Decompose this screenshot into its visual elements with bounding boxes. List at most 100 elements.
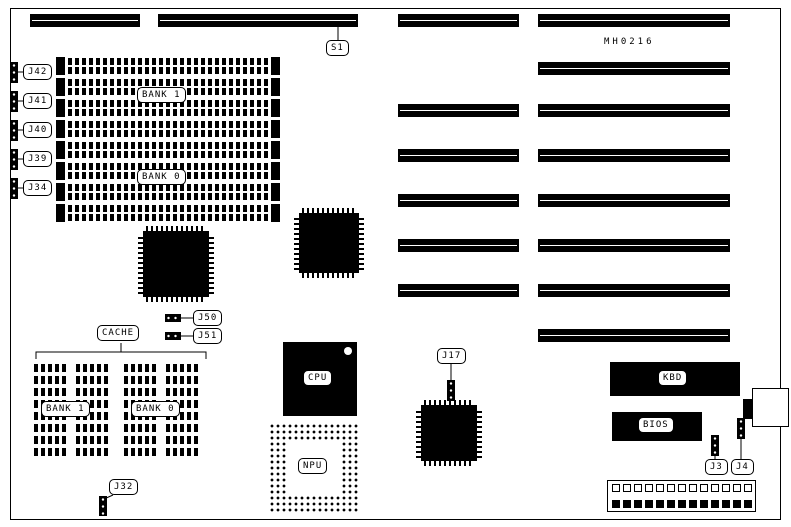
expansion-slot	[538, 239, 730, 252]
label-j3: J3	[705, 459, 728, 475]
header-pin	[645, 484, 653, 492]
jumper-j4	[737, 418, 745, 439]
header-pin	[634, 484, 642, 492]
jumper-j34	[10, 178, 18, 199]
chip-pins	[424, 400, 474, 405]
expansion-slot	[538, 194, 730, 207]
header-pin	[656, 484, 664, 492]
header-pin	[744, 484, 752, 492]
label-cache-bank0: BANK 0	[131, 401, 180, 417]
header-pin	[623, 500, 631, 508]
edge-connector	[158, 14, 358, 27]
label-mem-bank1: BANK 1	[137, 87, 186, 103]
label-s1: S1	[326, 40, 349, 56]
label-mem-bank0: BANK 0	[137, 169, 186, 185]
pin1-marker	[344, 347, 352, 355]
label-j50: J50	[193, 310, 223, 326]
jumper-j39	[10, 149, 18, 170]
chip-body	[143, 231, 209, 297]
qfp-chip-2	[294, 208, 364, 278]
simm-socket	[56, 141, 280, 159]
chip-body	[299, 213, 359, 273]
expansion-slot	[538, 104, 730, 117]
simm-socket	[56, 57, 280, 75]
expansion-slot	[398, 149, 519, 162]
expansion-slot	[398, 104, 519, 117]
npu-socket	[268, 422, 360, 512]
chip-body	[421, 405, 477, 461]
qfp-chip-1	[138, 226, 214, 302]
jumper-j3	[711, 435, 719, 456]
jumper-j41	[10, 91, 18, 112]
qfp-chip-3	[416, 400, 482, 466]
simm-socket	[56, 204, 280, 222]
simm-socket	[56, 120, 280, 138]
chip-pins	[302, 208, 356, 213]
chip-pins	[302, 273, 356, 278]
jumper-j51	[165, 332, 181, 340]
header-pin	[667, 500, 675, 508]
expansion-slot	[398, 239, 519, 252]
header-pin	[744, 500, 752, 508]
chip-pins	[209, 234, 214, 294]
header-pin	[711, 500, 719, 508]
chip-pins	[294, 216, 299, 270]
label-j4: J4	[731, 459, 754, 475]
expansion-slot	[538, 62, 730, 75]
jumper-j40	[10, 120, 18, 141]
header-pin	[645, 500, 653, 508]
expansion-slot	[538, 14, 730, 27]
header-pin	[722, 500, 730, 508]
label-kbd: KBD	[658, 370, 688, 386]
expansion-slot	[398, 284, 519, 297]
header-pin	[700, 484, 708, 492]
edge-connector	[30, 14, 140, 27]
expansion-slot	[538, 329, 730, 342]
keyboard-connector	[752, 388, 789, 427]
label-j51: J51	[193, 328, 223, 344]
header-pin	[667, 484, 675, 492]
header-pin	[634, 500, 642, 508]
chip-pins	[138, 234, 143, 294]
jumper-j50	[165, 314, 181, 322]
board-model-text: MH0216	[604, 37, 655, 47]
label-j39: J39	[23, 151, 53, 167]
board-outline	[10, 8, 781, 520]
expansion-slot	[538, 149, 730, 162]
header-pin	[678, 500, 686, 508]
header-pin	[733, 484, 741, 492]
header-pin	[656, 500, 664, 508]
expansion-slot	[538, 284, 730, 297]
label-bios: BIOS	[638, 417, 674, 433]
expansion-slot	[398, 194, 519, 207]
jumper-j42	[10, 62, 18, 83]
label-cache: CACHE	[97, 325, 140, 341]
chip-pins	[416, 408, 421, 458]
header-pin	[689, 484, 697, 492]
header-pin	[700, 500, 708, 508]
header-pin	[678, 484, 686, 492]
jumper-j17	[447, 380, 455, 401]
chip-pins	[146, 297, 206, 302]
label-cpu: CPU	[303, 370, 333, 386]
label-cache-bank1: BANK 1	[41, 401, 90, 417]
header-pin	[733, 500, 741, 508]
simm-socket	[56, 183, 280, 201]
header-pin	[612, 484, 620, 492]
label-npu: NPU	[298, 458, 328, 474]
header-pin	[623, 484, 631, 492]
header-pin	[689, 500, 697, 508]
label-j40: J40	[23, 122, 53, 138]
header-pin	[722, 484, 730, 492]
label-j17: J17	[437, 348, 467, 364]
simm-socket	[56, 99, 280, 117]
label-j41: J41	[23, 93, 53, 109]
label-j32: J32	[109, 479, 139, 495]
chip-pins	[424, 461, 474, 466]
keyboard-connector-inner	[743, 399, 753, 419]
header-pin	[711, 484, 719, 492]
label-j42: J42	[23, 64, 53, 80]
chip-pins	[146, 226, 206, 231]
label-j34: J34	[23, 180, 53, 196]
